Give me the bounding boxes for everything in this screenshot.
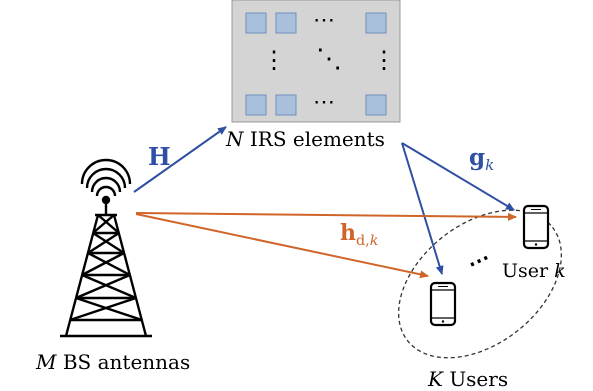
user-k-label: User k xyxy=(502,262,566,281)
user-k-phone-icon xyxy=(522,204,550,250)
channel-g-sub: k xyxy=(485,156,495,175)
irs-element-tile xyxy=(365,12,387,34)
irs-element-tile xyxy=(245,12,267,34)
irs-label-var: N xyxy=(226,127,244,151)
bs-label-text: BS antennas xyxy=(62,350,191,374)
irs-element-tile xyxy=(245,94,267,116)
users-region-ellipse xyxy=(397,209,563,359)
bs-label: M BS antennas xyxy=(36,352,190,372)
user-k-var: k xyxy=(554,260,566,282)
channel-hd-sub-d: d, xyxy=(356,233,370,249)
bs-tower-icon xyxy=(60,158,152,338)
channel-H-label: H xyxy=(148,142,171,171)
users-label: K Users xyxy=(428,369,508,389)
channel-g-arrow-to-user-1 xyxy=(401,142,444,275)
irs-dots-right-vertical: ⋮ xyxy=(372,46,396,74)
irs-dots-diagonal: ⋱ xyxy=(316,44,342,74)
irs-element-tile xyxy=(275,12,297,34)
irs-label: N IRS elements xyxy=(226,129,385,149)
channel-H-arrow xyxy=(133,126,227,193)
channel-g-label: gk xyxy=(469,146,494,173)
bs-label-var: M xyxy=(36,350,57,374)
channel-hd-label: hd,k xyxy=(340,222,378,248)
channel-g-arrow-to-user-k xyxy=(401,142,515,211)
irs-dots-top: ⋯ xyxy=(313,8,335,33)
channel-hd-arrow-to-user-1 xyxy=(135,213,429,279)
channel-hd-arrow-to-user-k xyxy=(135,212,517,221)
irs-dots-bottom: ⋯ xyxy=(313,90,335,115)
user-1-phone-icon xyxy=(429,281,457,327)
irs-dots-left-vertical: ⋮ xyxy=(262,46,286,74)
users-label-text: Users xyxy=(449,367,509,391)
channel-hd-sub-k: k xyxy=(369,233,379,249)
channel-g-main: g xyxy=(469,144,486,171)
irs-label-text: IRS elements xyxy=(249,127,385,151)
irs-element-tile xyxy=(365,94,387,116)
irs-panel xyxy=(231,0,401,123)
channel-hd-main: h xyxy=(340,220,356,246)
irs-element-tile xyxy=(275,94,297,116)
user-k-text: User xyxy=(502,260,549,282)
channel-hd-sub: d,k xyxy=(356,233,378,249)
users-label-var: K xyxy=(428,367,443,391)
